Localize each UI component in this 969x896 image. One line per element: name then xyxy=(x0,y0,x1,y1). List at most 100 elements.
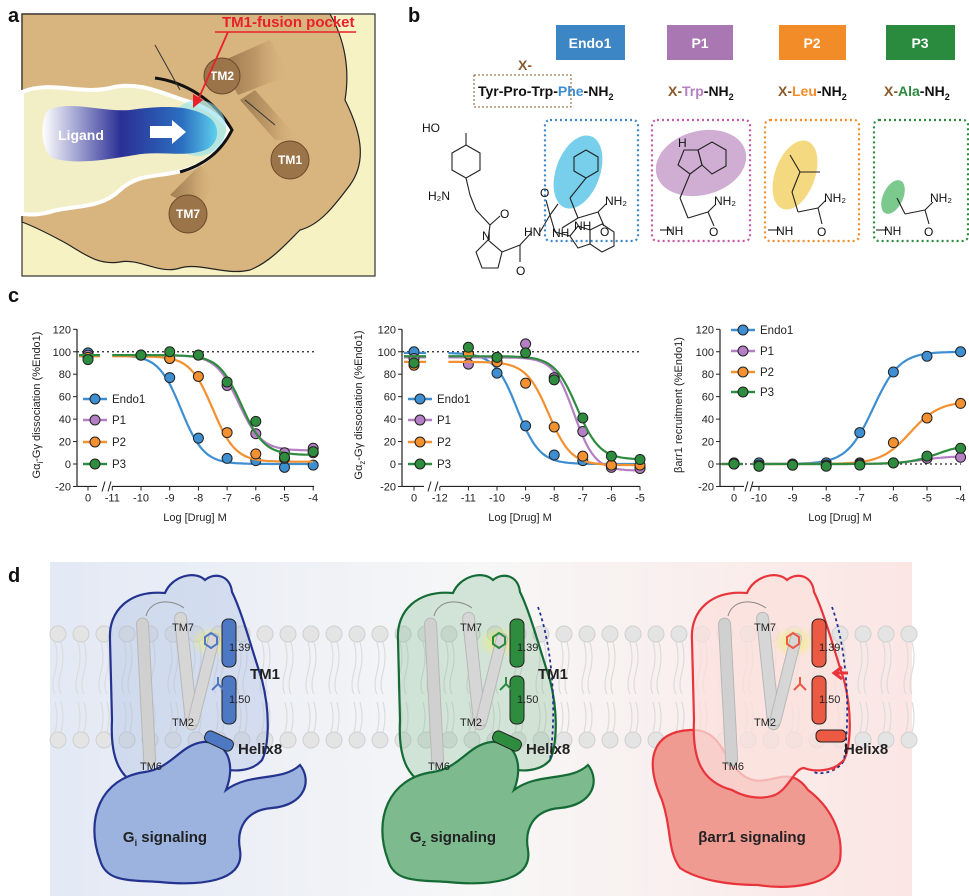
x-tick-label: -8 xyxy=(821,492,831,504)
y-tick-label: 80 xyxy=(384,369,396,381)
data-point xyxy=(307,446,319,458)
series-p3: P3 xyxy=(404,341,646,471)
y-tick-label: 60 xyxy=(702,392,714,404)
data-point xyxy=(887,366,899,378)
sequence-p3: X-Ala-NH2 xyxy=(884,83,950,102)
data-point xyxy=(250,415,262,427)
data-point xyxy=(250,448,262,460)
tm1-upper-helix xyxy=(509,618,525,668)
residue-1-50-label: 1.50 xyxy=(229,694,250,706)
residue-side-chain xyxy=(793,677,807,691)
chart-1: 120100806040200-200-11-10-9-8-7-6-5-4Log… xyxy=(31,324,319,524)
helix8-label: Helix8 xyxy=(526,741,570,758)
data-point xyxy=(164,346,176,358)
tyrosine-ring xyxy=(451,144,481,179)
pocket-diagram: Ligand TM2 TM1 TM7 TM1-fusion pocket xyxy=(20,13,376,277)
x-tick-label: -10 xyxy=(489,492,505,504)
legend-marker xyxy=(89,393,101,405)
x-axis-label: Log [Drug] M xyxy=(488,512,552,524)
lipid-head xyxy=(49,625,67,643)
data-point xyxy=(520,420,532,432)
tm2-helix xyxy=(475,632,508,727)
ala-side-chain-highlight xyxy=(881,180,905,214)
chem-nh: NH xyxy=(666,224,683,238)
y-tick-label: 60 xyxy=(59,392,71,404)
lipid-head xyxy=(72,731,90,749)
x-tick-label: -4 xyxy=(956,492,966,504)
legend-label: P2 xyxy=(760,367,774,379)
x-tick-label: -6 xyxy=(607,492,617,504)
lipid-head xyxy=(601,731,619,749)
tm2-label: TM2 xyxy=(460,717,482,729)
inactive-tm1-outline xyxy=(813,606,849,775)
legend-label: P2 xyxy=(437,437,451,449)
axis-break xyxy=(744,481,749,492)
inward-arrow-icon xyxy=(831,665,848,681)
chem-o: O xyxy=(516,264,525,278)
panel-label-a: a xyxy=(8,5,20,27)
lipid-head xyxy=(279,731,297,749)
x-tick-label: -9 xyxy=(788,492,798,504)
x-tick-label: 0 xyxy=(85,492,91,504)
signaling-label: Gi signaling xyxy=(123,829,207,848)
lipid-head xyxy=(164,731,182,749)
x-tick-label: -7 xyxy=(855,492,865,504)
lipid-head xyxy=(900,625,918,643)
y-tick-label: 0 xyxy=(390,459,396,471)
tag-endo1-label: Endo1 xyxy=(569,35,612,51)
lipid-tail xyxy=(512,641,524,733)
chem-ho: HO xyxy=(422,121,440,135)
data-point xyxy=(728,458,740,470)
chem-nh2: NH₂ xyxy=(930,191,952,205)
lipid-head xyxy=(877,625,895,643)
x-fragment-box xyxy=(473,74,572,108)
sequence-p1: X-Trp-NH2 xyxy=(668,83,734,102)
tm1-lower-helix xyxy=(811,675,827,725)
lipid-head xyxy=(302,625,320,643)
dose-response-charts: 120100806040200-200-11-10-9-8-7-6-5-4Log… xyxy=(31,324,967,524)
legend-marker xyxy=(414,393,426,405)
legend-marker xyxy=(414,436,426,448)
tag-p1 xyxy=(667,25,733,60)
fit-curve xyxy=(112,354,314,466)
axis-break xyxy=(427,481,432,492)
chem-h: H xyxy=(678,136,687,150)
signaling-label: Gz signaling xyxy=(410,829,496,848)
lipid-head xyxy=(555,625,573,643)
lipid-tail xyxy=(259,641,271,733)
lipid-head xyxy=(440,625,458,643)
lipid-tail xyxy=(236,641,248,733)
legend-marker xyxy=(89,414,101,426)
data-point xyxy=(577,412,589,424)
legend-label: P1 xyxy=(112,415,126,427)
chem-hn: HN xyxy=(524,225,541,239)
chem-o: O xyxy=(709,225,718,239)
legend-label: P1 xyxy=(760,346,774,358)
x-tick-label: -10 xyxy=(751,492,767,504)
lipid-head xyxy=(578,731,596,749)
y-axis-label: Gαz-Gγ dissociation (%Endo1) xyxy=(353,330,367,479)
chart-2: 120100806040200-200-12-11-10-9-8-7-6-5Lo… xyxy=(353,324,646,524)
tm1-label: TM1 xyxy=(278,153,302,167)
chem-h2n: H₂N xyxy=(428,189,450,203)
y-tick-label: 80 xyxy=(59,369,71,381)
tm6-helix xyxy=(424,617,445,767)
residue-side-chain xyxy=(499,677,513,691)
tm7-helix xyxy=(174,611,199,731)
series-endo1: Endo1 xyxy=(722,324,967,470)
y-tick-label: 0 xyxy=(708,459,714,471)
residue-1-50-label: 1.50 xyxy=(517,694,538,706)
tag-p2 xyxy=(779,25,846,60)
sequences: X- Tyr-Pro-Trp-Phe-NH2 X-Trp-NH2 X-Leu-N… xyxy=(473,57,950,108)
lipid-tail xyxy=(190,641,202,733)
tm1-label: TM1 xyxy=(250,666,280,683)
data-point xyxy=(408,357,420,369)
tm1-upper-helix xyxy=(811,618,827,668)
lipid-tail xyxy=(397,641,409,733)
x-tick-label: -10 xyxy=(133,492,149,504)
tm6-label: TM6 xyxy=(140,761,162,773)
data-point xyxy=(520,377,532,389)
chemical-structures xyxy=(451,118,969,269)
ligand-shape xyxy=(42,105,218,162)
